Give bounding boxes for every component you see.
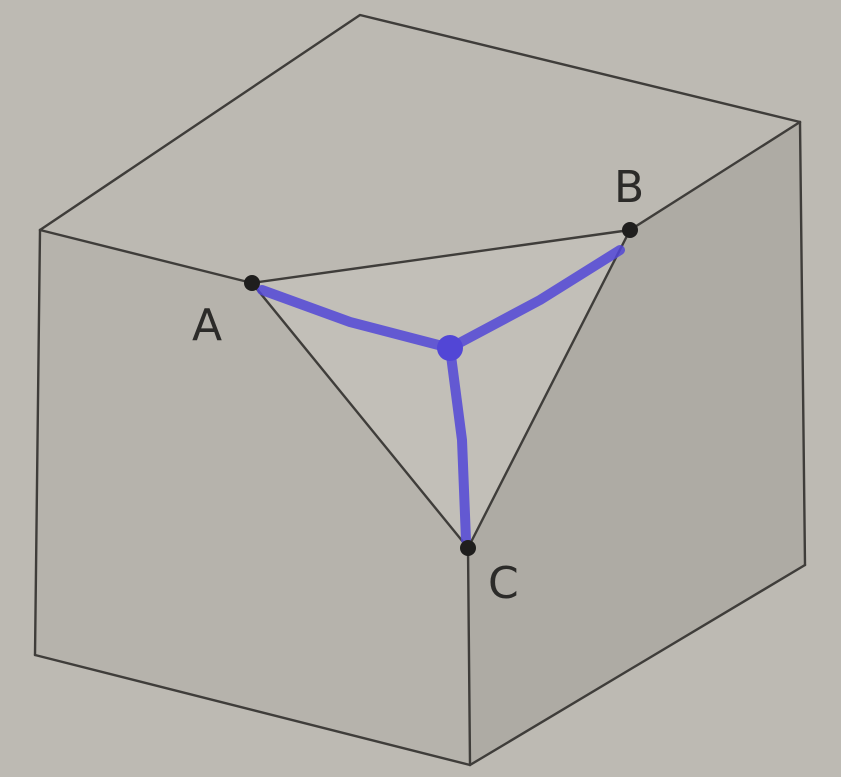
cut-triangle-face xyxy=(252,230,630,548)
label-b: B xyxy=(614,162,644,213)
label-a: A xyxy=(192,300,222,351)
steiner-paths xyxy=(257,245,625,545)
right-face xyxy=(468,122,805,765)
triangle-abc xyxy=(250,228,632,550)
right-vertical-edge xyxy=(798,120,807,567)
edge-ca xyxy=(250,281,470,550)
vertex-a xyxy=(244,275,260,291)
front-vertical-edge xyxy=(466,546,472,767)
top-left-edge xyxy=(38,228,254,285)
top-face xyxy=(40,15,800,283)
path-center-to-b xyxy=(445,245,625,353)
vertex-c xyxy=(460,540,476,556)
cube-edges xyxy=(33,13,807,767)
edge-ab xyxy=(250,228,632,285)
bottom-left-edge xyxy=(33,653,472,767)
left-face xyxy=(35,230,470,765)
path-center-to-c xyxy=(445,343,471,545)
path-center-to-a xyxy=(257,285,455,353)
top-back-edge xyxy=(38,13,802,232)
left-vertical-edge xyxy=(33,228,42,657)
bottom-right-edge xyxy=(468,563,807,767)
center-point xyxy=(437,335,463,361)
edge-bc xyxy=(466,228,632,550)
top-right-edge xyxy=(628,120,802,232)
vertex-b xyxy=(622,222,638,238)
label-c: C xyxy=(488,558,519,609)
